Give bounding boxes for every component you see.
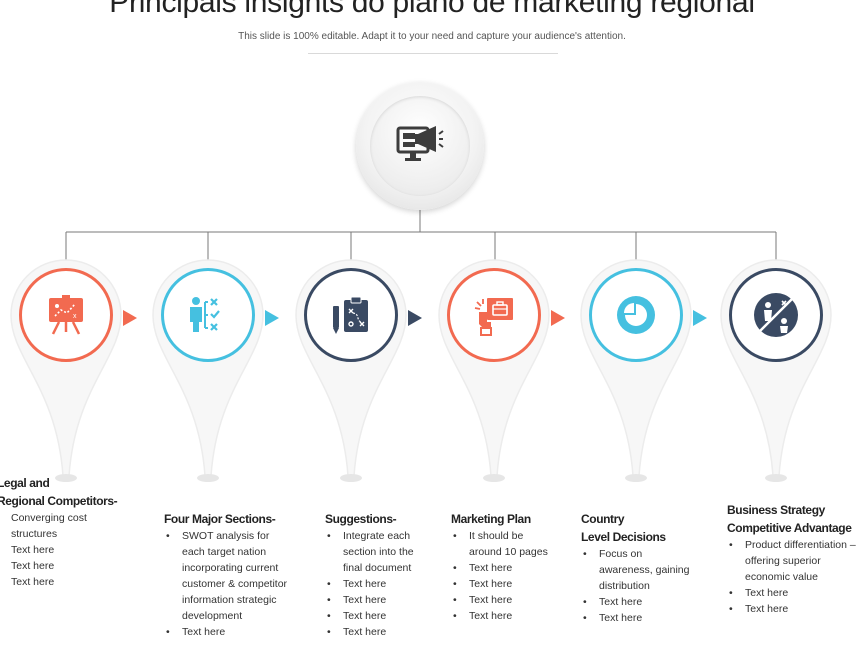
bullet-line: development [164, 608, 304, 624]
pin-four-major [151, 258, 265, 486]
bullet-line: each target nation [164, 544, 304, 560]
checklist-person-icon [190, 297, 220, 332]
item-four-major: Four Major Sections- SWOT analysis for e… [164, 510, 304, 640]
item-title: Marketing Plan [451, 512, 531, 526]
bullet-line: Text here [11, 576, 55, 588]
presentation-board-icon: x [49, 295, 83, 335]
pin-ring [729, 268, 823, 362]
slide-subtitle: This slide is 100% editable. Adapt it to… [238, 31, 626, 42]
bullet-text: development [182, 610, 243, 622]
bullet-line: awareness, gaining [599, 564, 690, 576]
bullet-line: around 10 pages [469, 546, 548, 558]
bullet-text: incorporating current [182, 562, 279, 574]
item-title: Country [581, 512, 625, 526]
pin-suggestions [294, 258, 408, 486]
bullet-line: distribution [599, 580, 650, 592]
item-bullets: Integrate each section into the final do… [325, 528, 435, 640]
bullet-line: structures [11, 528, 58, 540]
bullet-line: Text here [11, 544, 55, 556]
item-title: Regional Competitors- [0, 494, 118, 508]
step-arrow [123, 310, 137, 326]
competitive-advantage-icon [754, 293, 798, 337]
pin-ring: x [19, 268, 113, 362]
bullet-line: final document [343, 562, 412, 574]
item-business-strategy: Business Strategy Competitive Advantage … [727, 501, 864, 617]
step-arrow [551, 310, 565, 326]
pin-country-level [579, 258, 693, 486]
bullet-line: It should be [451, 528, 571, 544]
pin-marketing-plan [437, 258, 551, 486]
pie-chart-icon [617, 296, 655, 334]
bullet-line: economic value [745, 571, 818, 583]
bullet-line: Text here [727, 601, 864, 617]
monitor-megaphone-icon [396, 126, 444, 161]
item-bullets: SWOT analysis for each target nation inc… [164, 528, 304, 640]
pin-legal: x [9, 258, 123, 486]
bullet-line: Text here [11, 560, 55, 572]
bullet-line: Text here [325, 592, 435, 608]
bullet-line: Text here [451, 560, 571, 576]
item-marketing-plan: Marketing Plan It should be around 10 pa… [451, 510, 571, 624]
item-bullets: It should be around 10 pages Text here T… [451, 528, 571, 624]
bullet-line: Product differentiation – [727, 537, 864, 553]
central-hub [356, 82, 484, 210]
bullet-line: customer & competitor [164, 576, 304, 592]
bullet-line: Text here [581, 610, 711, 626]
bullet-line: Text here [325, 608, 435, 624]
item-bullets: Converging cost structures Text here Tex… [0, 510, 147, 590]
item-bullets: Focus on awareness, gaining distribution… [581, 546, 711, 626]
item-title: Level Decisions [581, 530, 666, 544]
strategy-clipboard-icon [333, 296, 368, 334]
pin-ring [589, 268, 683, 362]
item-bullets: Product differentiation – offering super… [727, 537, 864, 617]
marketing-plan-icon [474, 298, 513, 336]
pin-ring [161, 268, 255, 362]
bullet-line: Focus on [581, 546, 711, 562]
item-title: Four Major Sections- [164, 512, 276, 526]
item-title: Legal and [0, 476, 50, 490]
bullet-text: each target nation [182, 546, 267, 558]
step-arrow [265, 310, 279, 326]
item-legal: Legal and Regional Competitors- Convergi… [0, 474, 147, 590]
pin-ring [304, 268, 398, 362]
bullet-line: offering superior [745, 555, 821, 567]
bullet-text: customer & competitor [182, 578, 288, 590]
bullet-line: information strategic [164, 592, 304, 608]
bullet-line: Text here [727, 585, 864, 601]
bullet-line: incorporating current [164, 560, 304, 576]
bullet-line: Text here [581, 594, 711, 610]
item-suggestions: Suggestions- Integrate each section into… [325, 510, 435, 640]
pin-business-strategy [719, 258, 833, 486]
pin-ring [447, 268, 541, 362]
step-arrow [408, 310, 422, 326]
hub-inner-circle [370, 96, 470, 196]
slide-title: Principais insights do plano de marketin… [109, 0, 755, 19]
bullet-line: SWOT analysis for [164, 528, 304, 544]
item-title: Suggestions- [325, 512, 397, 526]
bullet-line: Text here [164, 624, 304, 640]
bullet-text: information strategic [182, 594, 277, 606]
svg-text:x: x [73, 313, 77, 320]
item-country-level: Country Level Decisions Focus on awarene… [581, 510, 711, 626]
bullet-line: Text here [451, 592, 571, 608]
step-arrow [693, 310, 707, 326]
item-title: Business Strategy [727, 503, 825, 517]
bullet-line: Text here [451, 608, 571, 624]
bullet-line: Text here [325, 576, 435, 592]
item-title: Competitive Advantage [727, 521, 852, 535]
subtitle-divider [308, 53, 558, 54]
bullet-line: Integrate each [325, 528, 435, 544]
bullet-line: Text here [325, 624, 435, 640]
bullet-line: Text here [451, 576, 571, 592]
bullet-line: Converging cost [11, 512, 87, 524]
bullet-line: section into the [343, 546, 414, 558]
